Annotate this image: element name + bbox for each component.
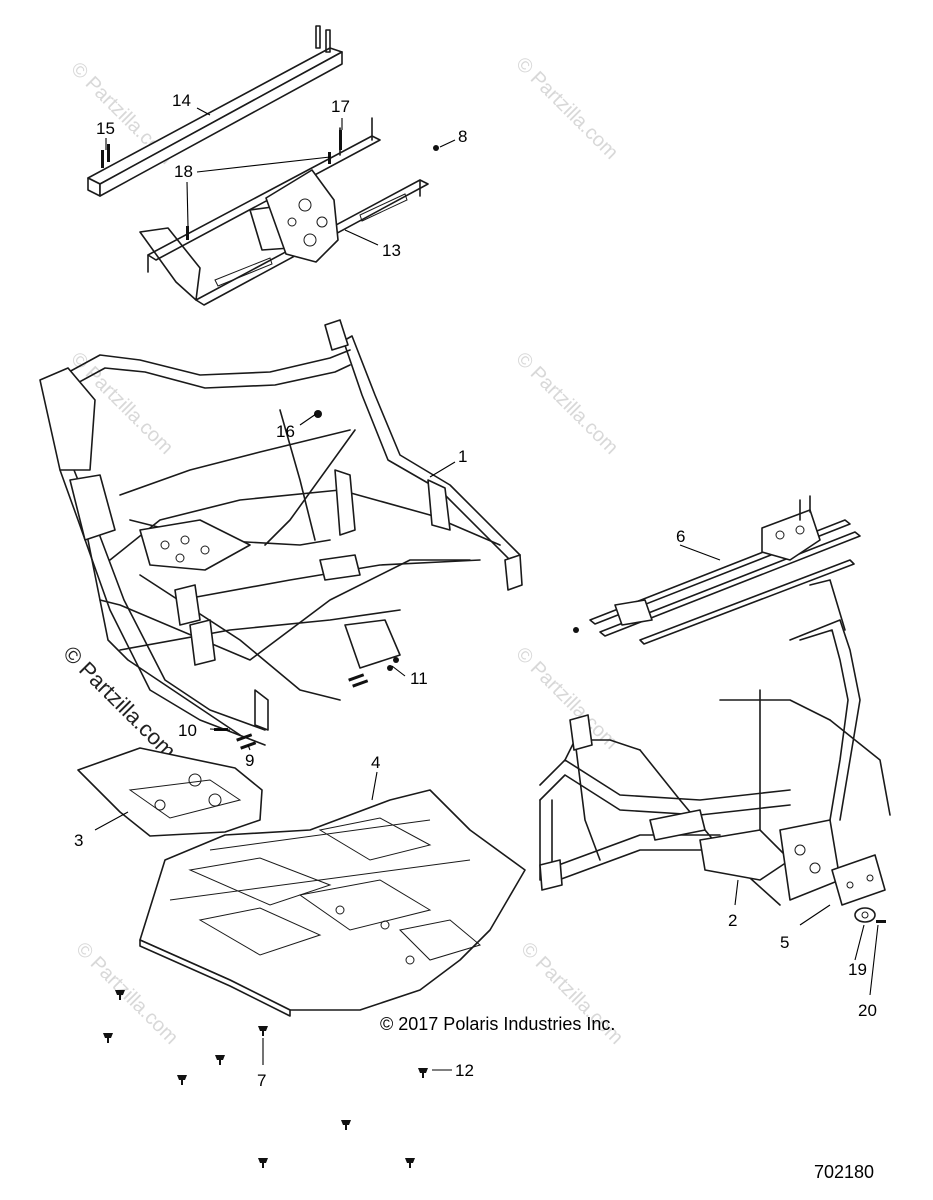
part-11-bolts bbox=[348, 657, 399, 688]
part-20-bolt bbox=[876, 920, 886, 923]
callout-8: 8 bbox=[458, 127, 467, 146]
callout-7: 7 bbox=[257, 1071, 266, 1090]
part-13-subframe bbox=[139, 117, 429, 306]
part-12-push-rivet bbox=[418, 1068, 428, 1078]
callout-12: 12 bbox=[455, 1061, 474, 1080]
part-15-bolts bbox=[101, 144, 110, 168]
callout-10: 10 bbox=[178, 721, 197, 740]
watermark-2: © Partzilla.com bbox=[511, 53, 622, 164]
callout-19: 19 bbox=[848, 960, 867, 979]
drawing-number: 702180 bbox=[814, 1162, 874, 1182]
callout-17: 17 bbox=[331, 97, 350, 116]
callout-5: 5 bbox=[780, 933, 789, 952]
callout-2: 2 bbox=[728, 911, 737, 930]
part-18-bolts bbox=[186, 152, 331, 240]
part-3-skid-plate bbox=[77, 747, 263, 837]
callout-13: 13 bbox=[382, 241, 401, 260]
leader-lines bbox=[94, 107, 879, 1071]
callout-9: 9 bbox=[245, 751, 254, 770]
callout-3: 3 bbox=[74, 831, 83, 850]
watermark-dark: © Partzilla.com bbox=[58, 641, 181, 764]
callout-16: 16 bbox=[276, 422, 295, 441]
part-19-shackle bbox=[854, 907, 876, 923]
part-6-rail-assembly bbox=[573, 495, 861, 645]
callout-1: 1 bbox=[458, 447, 467, 466]
part-4-floor-skid bbox=[139, 789, 526, 1017]
copyright-notice: © 2017 Polaris Industries Inc. bbox=[380, 1014, 615, 1034]
part-8-bolt bbox=[433, 145, 439, 151]
callout-labels: 14 15 17 8 18 13 1 16 6 11 10 9 4 3 2 5 … bbox=[74, 91, 877, 1090]
callout-11: 11 bbox=[410, 669, 428, 688]
callout-6: 6 bbox=[676, 527, 685, 546]
part-5-bracket bbox=[831, 854, 886, 906]
part-1-main-frame bbox=[39, 319, 523, 746]
callout-14: 14 bbox=[172, 91, 191, 110]
callout-18: 18 bbox=[174, 162, 193, 181]
callout-20: 20 bbox=[858, 1001, 877, 1020]
part-2-rear-frame bbox=[539, 579, 891, 906]
watermark-5: © Partzilla.com bbox=[511, 643, 622, 754]
watermark-4: © Partzilla.com bbox=[511, 348, 622, 459]
callout-4: 4 bbox=[371, 753, 380, 772]
part-7-push-rivets bbox=[103, 990, 415, 1168]
part-14-rail bbox=[87, 25, 343, 197]
part-17-bolt bbox=[339, 130, 342, 150]
callout-15: 15 bbox=[96, 119, 115, 138]
part-16-nut bbox=[314, 410, 322, 418]
